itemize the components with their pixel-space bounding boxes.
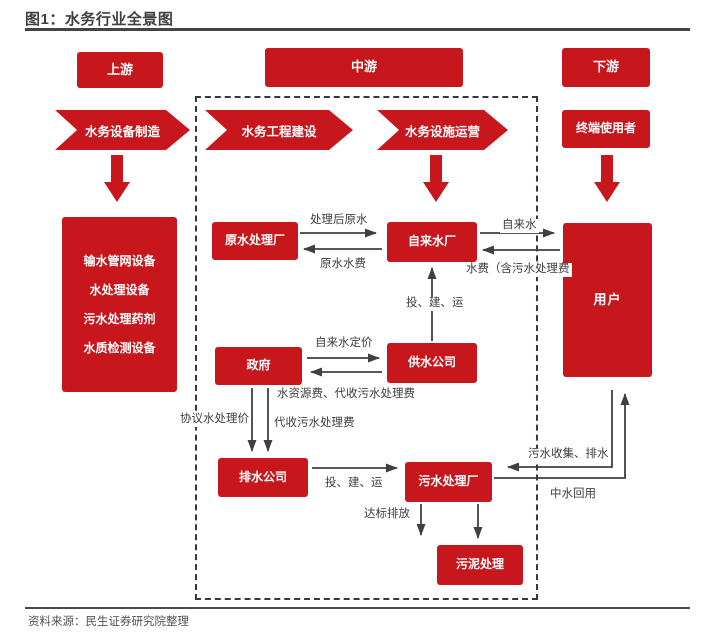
label-ibo-top: 投、建、运 [404,297,466,311]
down-arrow-enduser [594,155,620,202]
label-ibo-bottom: 投、建、运 [323,477,385,491]
label-raw-water-fee: 原水水费 [318,258,368,272]
label-collected-fee: 代收污水处理费 [272,417,357,431]
footer-divider [25,607,690,609]
node-water-supply-co: 供水公司 [387,343,477,383]
chevron-equipment-manufacturing: 水务设备制造 [55,110,190,150]
down-arrow-equipment [104,155,130,202]
label-sewage-collection: 污水收集、排水 [526,448,611,462]
stage-upstream: 上游 [77,52,163,88]
label-treated-raw-water: 处理后原水 [308,214,370,228]
node-user: 用户 [563,223,652,377]
label-resource-fee: 水资源费、代收污水处理费 [275,388,417,402]
source-note: 资料来源：民生证券研究院整理 [28,616,189,628]
node-government: 政府 [215,347,302,385]
midstream-dashed-boundary [195,96,538,600]
figure-title: 图1：水务行业全景图 [25,11,174,28]
upstream-product-line: 水质检测设备 [83,340,156,355]
label-tap-water-pricing: 自来水定价 [313,337,375,351]
upstream-product-line: 污水处理药剂 [83,311,156,326]
label-standard-discharge: 达标排放 [362,508,412,522]
upstream-product-line: 水处理设备 [89,282,150,297]
node-end-user: 终端使用者 [562,110,650,148]
edge-sewage-collection [507,390,613,472]
stage-downstream: 下游 [562,48,650,87]
node-drainage-co: 排水公司 [218,458,308,497]
node-sludge-treatment: 污泥处理 [437,545,523,585]
stage-midstream: 中游 [265,48,463,87]
node-upstream-products: 输水管网设备 水处理设备 污水处理药剂 水质检测设备 [62,217,177,392]
chevron-engineering-construction: 水务工程建设 [205,110,353,150]
label-agreement-price: 协议水处理价 [178,413,251,427]
label-reclaimed-water: 中水回用 [548,488,598,502]
upstream-product-line: 输水管网设备 [83,253,156,268]
node-sewage-plant: 污水处理厂 [405,462,492,502]
node-tap-water-plant: 自来水厂 [387,222,477,262]
label-tap-water: 自来水 [500,219,539,233]
down-arrow-operation [423,155,449,202]
label-water-fee: 水费（含污水处理费 [464,263,572,277]
node-raw-water-plant: 原水处理厂 [212,222,298,260]
title-divider [25,28,690,31]
